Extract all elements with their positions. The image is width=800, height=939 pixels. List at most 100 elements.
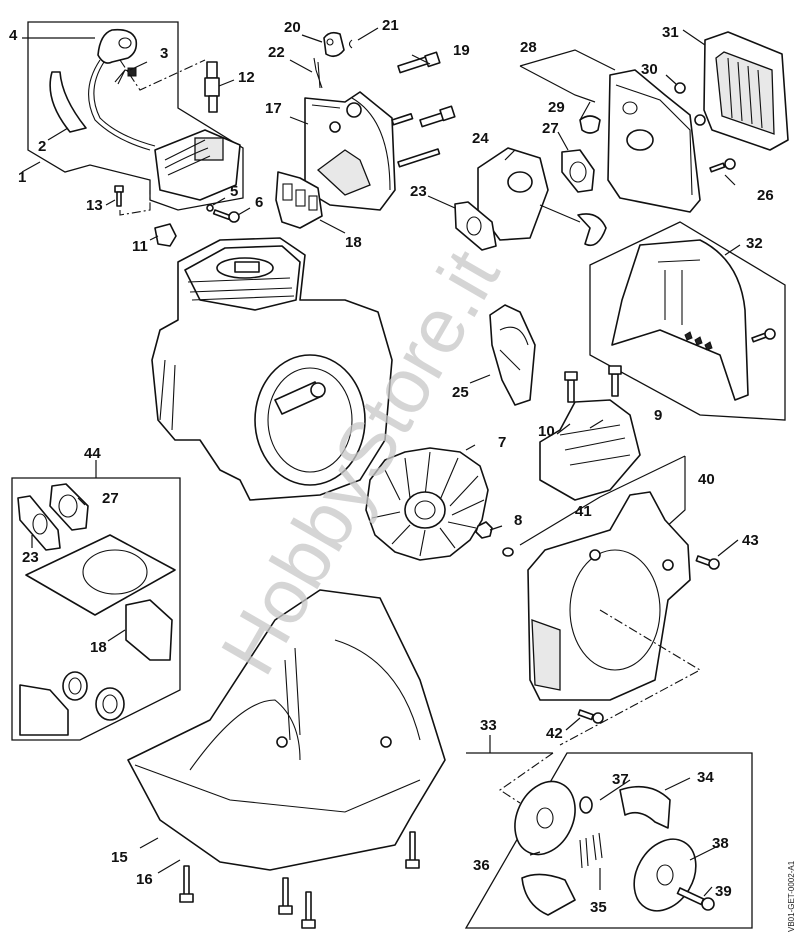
carrier-hub: [536, 807, 554, 829]
screw-42: [577, 709, 604, 724]
callout-28: 28: [520, 39, 537, 56]
washer-37: [579, 796, 593, 814]
diagram-code: VB01-GET-0002-A1: [787, 860, 796, 932]
ignition-module-kit: [27, 21, 244, 216]
assembly-line-36: [499, 752, 554, 804]
clip-21: [348, 39, 353, 49]
muffler: [304, 91, 396, 211]
clutch-plate-38: [633, 838, 697, 912]
group-box-33: [464, 752, 753, 929]
callout-32: 32: [746, 235, 763, 252]
engine-crankcase: [151, 237, 393, 501]
callout-10: 10: [538, 423, 555, 440]
boot-hole: [118, 37, 132, 49]
callout-15: 15: [111, 849, 128, 866]
leader-lines: [21, 27, 741, 897]
callout-37: 37: [612, 771, 629, 788]
screw-43: [695, 555, 720, 570]
plate-20: [323, 31, 345, 58]
gasket-27: [561, 149, 595, 193]
group-box-32: [589, 221, 786, 421]
callout-9: 9: [654, 407, 662, 424]
callout-31: 31: [662, 24, 679, 41]
hose: [49, 71, 87, 133]
fan-housing: [527, 491, 691, 701]
gasket-set-contents: [17, 483, 176, 736]
nut-30b: [694, 114, 706, 126]
callout-2: 2: [38, 138, 46, 155]
callout-4: 4: [9, 27, 18, 44]
callout-34: 34: [697, 769, 714, 786]
callout-18: 18: [345, 234, 362, 251]
callout-40: 40: [698, 471, 715, 488]
clutch-shoe-lower: [521, 873, 576, 916]
callout-23b: 23: [22, 549, 39, 566]
valve-29: [579, 115, 601, 134]
callout-39: 39: [715, 883, 732, 900]
component-25: [489, 304, 536, 406]
screw-shroud: [751, 328, 776, 343]
air-filter-housing: [607, 69, 701, 213]
module-wires: [164, 139, 211, 176]
callout-5: 5: [230, 183, 238, 200]
callout-6: 6: [255, 194, 263, 211]
callout-33: 33: [480, 717, 497, 734]
air-filter-31: [703, 31, 789, 151]
callout-29: 29: [548, 99, 565, 116]
group-bracket-28: [519, 49, 616, 103]
screw-13-shank: [116, 191, 122, 207]
spark-plug-boot: [97, 28, 138, 64]
callout-38: 38: [712, 835, 729, 852]
callout-36: 36: [473, 857, 490, 874]
callout-13: 13: [86, 197, 103, 214]
shroud: [611, 239, 749, 401]
group-box-44: [11, 477, 181, 741]
callout-30: 30: [641, 61, 658, 78]
callout-27b: 27: [102, 490, 119, 507]
clutch-carrier-36: [514, 780, 576, 856]
callout-22: 22: [268, 44, 285, 61]
buffer-11: [154, 223, 177, 247]
callout-16: 16: [136, 871, 153, 888]
callout-21: 21: [382, 17, 399, 34]
plate-hub: [656, 864, 674, 886]
module-core: [194, 137, 224, 161]
callout-44: 44: [84, 445, 101, 462]
callout-17: 17: [265, 100, 282, 117]
springs-35: [579, 832, 603, 869]
callout-18b: 18: [90, 639, 107, 656]
screw-26: [709, 158, 736, 173]
spring-coil: [127, 67, 137, 77]
assembly-line-13: [119, 190, 151, 216]
screw-6: [212, 209, 240, 223]
callout-12: 12: [238, 69, 255, 86]
screws-10: [564, 365, 622, 403]
assembly-line-3: [119, 59, 206, 91]
callout-41: 41: [575, 503, 592, 520]
callout-25: 25: [452, 384, 469, 401]
engine-cover: [127, 589, 446, 871]
spark-plug: [204, 61, 220, 113]
callout-7: 7: [498, 434, 506, 451]
gasket-18: [275, 171, 323, 229]
screw-13-head: [114, 185, 124, 193]
callout-27: 27: [542, 120, 559, 137]
callout-1: 1: [18, 169, 26, 186]
nut-30: [674, 82, 686, 94]
carburetor: [477, 147, 607, 247]
sleeve-41: [502, 547, 514, 557]
washer-5: [206, 204, 214, 212]
callout-3: 3: [160, 45, 168, 62]
gasket-23: [454, 201, 497, 251]
wire-22: [313, 57, 323, 89]
callout-23: 23: [410, 183, 427, 200]
screw-39: [676, 887, 715, 911]
nut-8: [475, 521, 493, 539]
callout-24: 24: [472, 130, 489, 147]
muffler-bolts: [391, 51, 456, 168]
callout-35: 35: [590, 899, 607, 916]
clutch-shoe-34: [619, 785, 671, 829]
callout-26: 26: [757, 187, 774, 204]
callout-11: 11: [132, 238, 148, 255]
